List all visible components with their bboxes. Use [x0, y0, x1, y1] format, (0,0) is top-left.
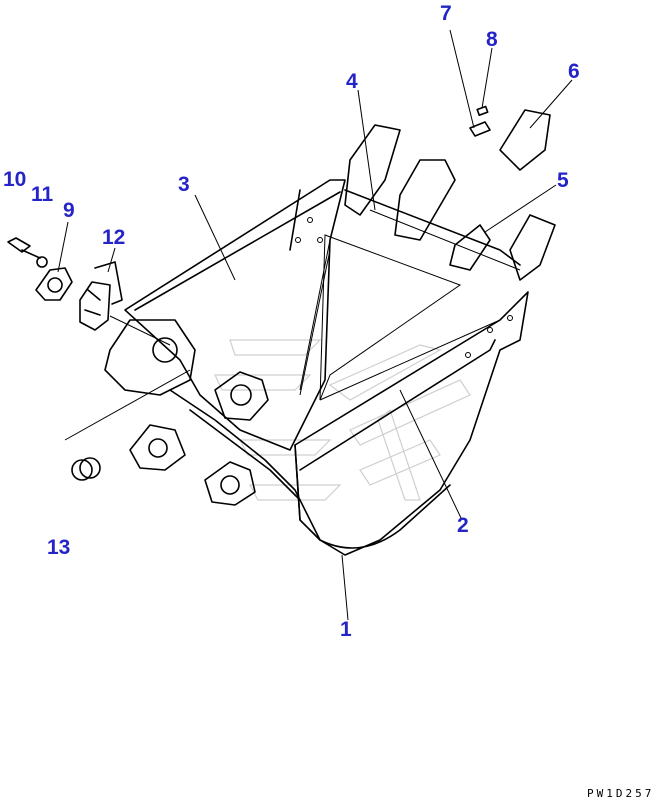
part-label-4: 4	[346, 70, 358, 93]
part-label-1: 1	[340, 618, 352, 641]
part-label-11: 11	[31, 183, 54, 206]
leader-lines	[57, 29, 573, 621]
bucket-teeth	[344, 109, 556, 281]
part-label-9: 9	[63, 199, 75, 222]
part-label-10: 10	[3, 168, 26, 191]
part-label-13: 13	[47, 536, 70, 559]
part-labels: 1 2 3 4 5 6 7 8 9 10 11 12 13	[3, 2, 580, 641]
part-label-12: 12	[102, 226, 125, 249]
part-label-8: 8	[486, 28, 498, 51]
pin-and-lock	[469, 105, 491, 137]
drawing-code: PW1D257	[587, 787, 654, 800]
part-label-2: 2	[457, 514, 469, 537]
part-label-5: 5	[557, 169, 569, 192]
hardware-parts	[7, 237, 123, 481]
part-label-3: 3	[178, 173, 190, 196]
part-label-6: 6	[568, 60, 580, 83]
watermark-logo	[214, 339, 471, 501]
bucket-body	[104, 179, 529, 556]
part-label-7: 7	[440, 2, 452, 25]
